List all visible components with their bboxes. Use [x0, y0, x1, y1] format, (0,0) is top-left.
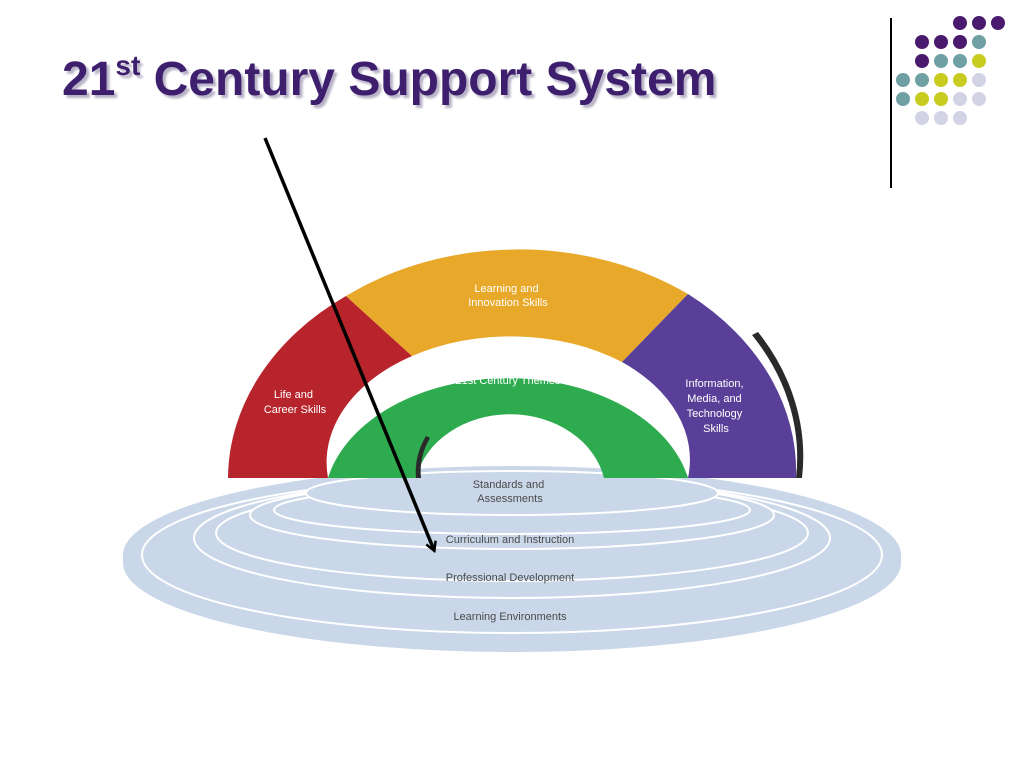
decorative-dot — [934, 54, 948, 68]
title-ordinal-suffix: st — [115, 50, 141, 81]
arc-life-and-career-skills — [228, 296, 412, 478]
decorative-divider-line — [890, 18, 892, 188]
label-line: Career Skills — [264, 404, 327, 416]
decorative-dot — [953, 73, 967, 87]
decorative-dot — [972, 54, 986, 68]
arc-inner-shadow — [415, 436, 430, 478]
label-line: Technology — [687, 408, 743, 420]
label-info-media-tech: Information, Media, and Technology Skill… — [685, 378, 746, 435]
decorative-dot — [915, 111, 929, 125]
label-line: Innovation Skills — [468, 297, 548, 309]
label-line: Information, — [685, 378, 743, 390]
label-curriculum-instruction: Curriculum and Instruction — [446, 534, 574, 546]
decorative-dot — [915, 35, 929, 49]
label-professional-development: Professional Development — [446, 572, 574, 584]
decorative-dot — [953, 16, 967, 30]
decorative-dot — [896, 73, 910, 87]
label-learning-innovation: Learning and Innovation Skills — [468, 283, 548, 309]
decorative-dot — [934, 92, 948, 106]
label-core-subjects: Core Subjects and 21st Century Themes — [456, 361, 561, 387]
decorative-dot — [953, 111, 967, 125]
label-line: Core Subjects and — [461, 361, 552, 373]
decorative-dot — [915, 54, 929, 68]
label-line: Life and — [274, 389, 313, 401]
slide-title: 21st Century Support System — [62, 52, 717, 106]
title-number: 21 — [62, 53, 116, 106]
support-rings — [121, 464, 903, 654]
decorative-dot — [915, 92, 929, 106]
decorative-dot — [972, 16, 986, 30]
title-text: Century Support System — [140, 53, 717, 106]
decorative-dot — [991, 16, 1005, 30]
label-line: Standards and — [473, 479, 545, 491]
label-line: 21st Century Themes — [456, 375, 561, 387]
label-line: Skills — [703, 423, 729, 435]
pointer-arrow — [263, 137, 434, 550]
decorative-dot — [934, 73, 948, 87]
arc-information-media-technology-skills — [622, 294, 797, 478]
label-learning-environments: Learning Environments — [453, 611, 567, 623]
decorative-dot — [953, 54, 967, 68]
label-life-career: Life and Career Skills — [264, 389, 327, 416]
decorative-dot — [972, 35, 986, 49]
label-standards-assessments: Standards and Assessments — [473, 479, 548, 505]
decorative-dot — [915, 73, 929, 87]
decorative-dot — [934, 35, 948, 49]
arc-shadow-edge — [752, 332, 804, 478]
decorative-dot — [972, 73, 986, 87]
ring-standards-assessments — [305, 470, 719, 516]
decorative-dot — [896, 92, 910, 106]
decorative-dot-grid — [896, 12, 1016, 167]
decorative-dot — [953, 92, 967, 106]
arc-learning-and-innovation-skills — [346, 249, 688, 362]
label-line: Learning and — [474, 283, 538, 295]
arc-core-subjects — [328, 378, 688, 478]
decorative-dot — [934, 111, 948, 125]
label-line: Media, and — [687, 393, 741, 405]
decorative-dot — [972, 92, 986, 106]
label-line: Assessments — [477, 493, 543, 505]
decorative-dot — [953, 35, 967, 49]
